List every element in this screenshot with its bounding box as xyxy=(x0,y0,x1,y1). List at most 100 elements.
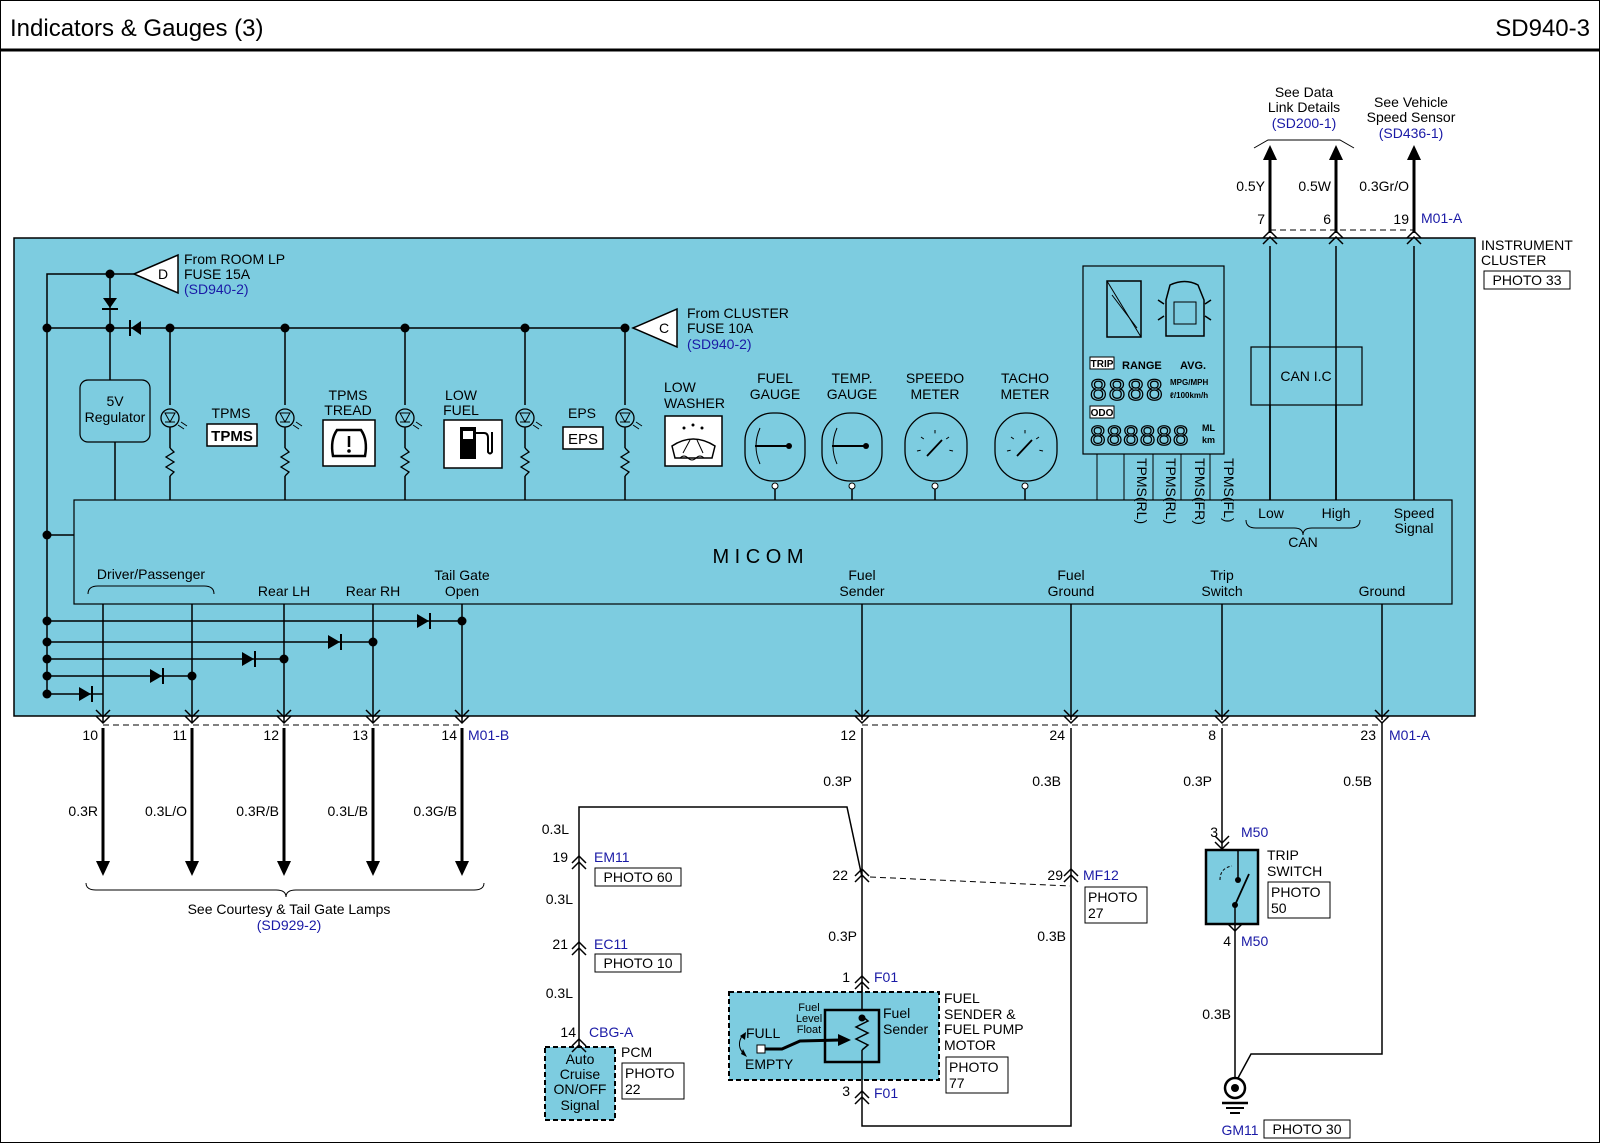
br-pin-number: 12 xyxy=(840,727,856,743)
ec11-connector[interactable]: EC11 xyxy=(594,936,628,952)
trip-switch-name-2: SWITCH xyxy=(1267,863,1322,879)
vss-ref[interactable]: (SD436-1) xyxy=(1379,125,1444,141)
source-c-line1: From CLUSTER xyxy=(687,305,789,321)
connector-pin xyxy=(1262,229,1278,239)
br-wire-label: 0.3P xyxy=(823,773,852,789)
connector-pin xyxy=(1063,709,1079,719)
m50-connector-top[interactable]: M50 xyxy=(1241,824,1268,840)
tpms-icon xyxy=(206,423,258,447)
splice-22: 22 xyxy=(832,867,848,883)
lamp-rays xyxy=(412,421,423,430)
arrow-down-icon xyxy=(277,861,291,876)
lcd-display: TRIP RANGE AVG. 8888 MPG/MPH ℓ/100km/h O… xyxy=(1082,265,1225,455)
bl-wire-label: 0.3L/O xyxy=(145,803,187,819)
washer-label-2: WASHER xyxy=(664,395,725,411)
lamp-icon xyxy=(519,412,531,424)
trip-switch-label-1: Trip xyxy=(1210,567,1234,583)
m01a-bottom-connector[interactable]: M01-A xyxy=(1389,727,1431,743)
sender-photo-1: PHOTO xyxy=(949,1059,999,1075)
connector-pin xyxy=(1374,709,1390,719)
sender-photo-2: 77 xyxy=(949,1075,965,1091)
mf12-connector[interactable]: MF12 xyxy=(1083,867,1119,883)
mf12-photo-box xyxy=(1084,886,1148,924)
gauge-terminal xyxy=(1021,482,1029,490)
top-wire-label: 0.5W xyxy=(1298,178,1331,194)
bl-wire-label: 0.3R/B xyxy=(236,803,279,819)
lamp-icon xyxy=(619,412,631,424)
svg-text:888888: 888888 xyxy=(1090,420,1189,451)
lamp-rays xyxy=(632,421,643,430)
can-low-label: Low xyxy=(1258,505,1285,521)
connector-pin xyxy=(571,1043,587,1053)
f01-connector-b[interactable]: F01 xyxy=(874,1085,898,1101)
sender-photo-box xyxy=(945,1056,1009,1094)
bl-pin-number: 13 xyxy=(352,727,368,743)
m50-connector-bot[interactable]: M50 xyxy=(1241,933,1268,949)
connector-pin xyxy=(854,715,870,725)
mf12-wire: 0.3B xyxy=(1037,928,1066,944)
tpms-icon-text: TPMS xyxy=(211,428,253,445)
page-title: Indicators & Gauges (3) xyxy=(10,15,263,42)
m01b-connector[interactable]: M01-B xyxy=(468,727,509,743)
cluster-name-1: INSTRUMENT xyxy=(1481,237,1573,253)
fuel-sender-label-2: Sender xyxy=(839,583,884,599)
svg-text:km: km xyxy=(1202,435,1215,445)
eps-icon-text: EPS xyxy=(568,431,598,448)
gauge-tick xyxy=(1010,436,1015,440)
diode-icon xyxy=(103,298,117,308)
lowfuel-label-2: FUEL xyxy=(443,402,479,418)
f01-connector-a[interactable]: F01 xyxy=(874,969,898,985)
float-label-3: Float xyxy=(797,1024,821,1036)
pcm-branch xyxy=(578,806,1071,1047)
tread-label-1: TPMS xyxy=(329,387,368,403)
ground-photo-box xyxy=(1263,1119,1351,1139)
trip-switch-icon xyxy=(1204,848,1260,926)
source-d-ref[interactable]: (SD940-2) xyxy=(184,281,249,297)
courtesy-see-ref[interactable]: (SD929-2) xyxy=(257,917,322,933)
arrow-up-icon xyxy=(1263,145,1277,160)
lamp-icon xyxy=(164,412,176,424)
connector-pin xyxy=(1262,235,1278,245)
data-link-ref[interactable]: (SD200-1) xyxy=(1272,115,1337,131)
connector-pin xyxy=(365,709,381,719)
connector-pin xyxy=(854,873,870,883)
svg-text:TRIP: TRIP xyxy=(1091,359,1114,370)
gauge-tick xyxy=(916,449,921,452)
br-wire-label: 0.3P xyxy=(1183,773,1212,789)
top-pin-number: 19 xyxy=(1393,211,1409,227)
data-link-line2: Link Details xyxy=(1268,99,1340,115)
resistor-icon xyxy=(279,447,291,477)
top-connector-name[interactable]: M01-A xyxy=(1421,210,1463,226)
connector-pin xyxy=(1328,235,1344,245)
gauge-tick xyxy=(949,449,954,452)
pcm-label: PCM xyxy=(621,1044,652,1060)
pcm-box-line2: Cruise xyxy=(560,1066,601,1082)
sender-name-2: SENDER & xyxy=(944,1006,1016,1022)
f01-pin-3: 3 xyxy=(842,1083,850,1099)
source-c-ref[interactable]: (SD940-2) xyxy=(687,336,752,352)
connector-pin xyxy=(1214,715,1230,725)
ground-gm11[interactable]: GM11 xyxy=(1221,1122,1258,1138)
em11-connector[interactable]: EM11 xyxy=(594,849,630,865)
diode-icon xyxy=(417,614,429,628)
gauge-tick xyxy=(1039,449,1044,452)
cbg-pin: 14 xyxy=(560,1024,576,1040)
br-pin-number: 23 xyxy=(1360,727,1376,743)
trip-wire-after: 0.3B xyxy=(1202,1006,1231,1022)
full-label: FULL xyxy=(746,1025,780,1041)
diode-icon xyxy=(131,321,141,335)
mf12-photo-2: 27 xyxy=(1088,905,1104,921)
source-c-triangle xyxy=(631,307,678,349)
fuel-pump-icon xyxy=(443,419,503,469)
regulator-label-1: 5V xyxy=(106,393,124,409)
micom-block xyxy=(73,499,1453,605)
bl-pin-number: 12 xyxy=(263,727,279,743)
top-wire-label: 0.5Y xyxy=(1236,178,1265,194)
cbg-connector[interactable]: CBG-A xyxy=(589,1024,634,1040)
arrow-down-icon xyxy=(366,861,380,876)
bl-pin-number: 11 xyxy=(172,727,187,743)
junction-dot xyxy=(42,323,52,333)
gauge-fuel-label-2: GAUGE xyxy=(750,386,801,402)
